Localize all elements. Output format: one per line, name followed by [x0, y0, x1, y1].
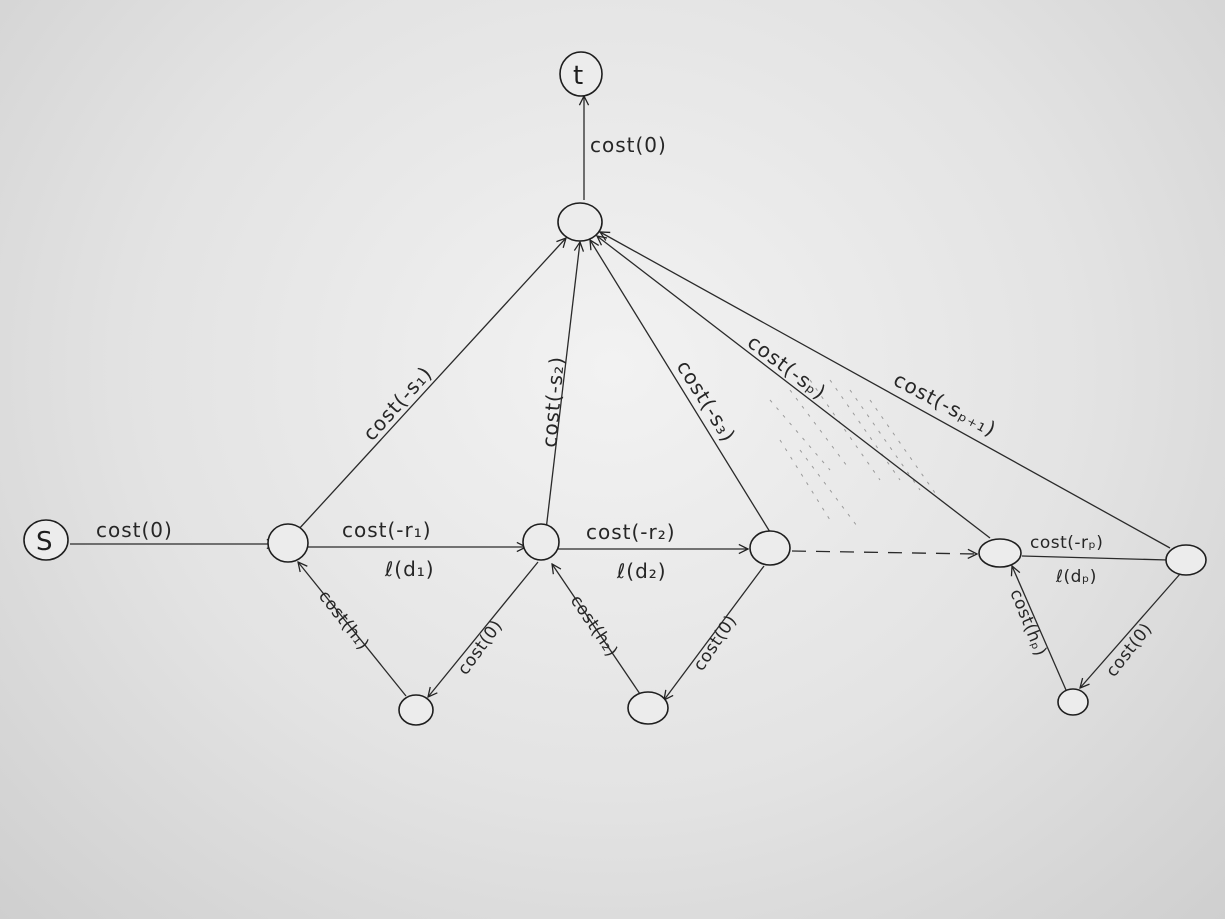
edge-b1-to-n1	[298, 562, 407, 697]
label-s-to-n1: cost(0)	[96, 518, 173, 542]
label-sp1: cost(-sₚ₊₁)	[890, 367, 1001, 441]
edge-n3-to-np-dashed	[791, 551, 977, 554]
label-h2: cost(h₂)	[566, 592, 622, 661]
node-p	[978, 538, 1022, 568]
label-h1: cost(h₁)	[314, 587, 373, 655]
node-2	[522, 523, 560, 561]
edge-n2-to-b1	[428, 561, 539, 697]
label-s2: cost(-s₂)	[537, 355, 569, 449]
label-c0-1: cost(0)	[454, 616, 507, 679]
edges	[70, 96, 1181, 700]
pencil-hatching	[769, 379, 941, 531]
label-sp: cost(-sₚ)	[743, 330, 831, 405]
label-ep-len: ℓ(dₚ)	[1055, 567, 1097, 587]
node-bottom-1	[398, 694, 434, 726]
edge-b2-to-n2	[552, 564, 641, 695]
edge-n3-to-b2	[664, 565, 765, 700]
label-s1: cost(-s₁)	[358, 361, 437, 445]
nodes	[23, 51, 1207, 726]
label-e1-2-cost: cost(-r₁)	[342, 518, 432, 542]
edge-n3-to-sink	[590, 240, 771, 533]
label-s3: cost(-s₃)	[672, 356, 741, 447]
label-e1-2-len: ℓ(d₁)	[384, 557, 435, 581]
label-e2-3-cost: cost(-r₂)	[586, 520, 676, 544]
label-sink-to-t: cost(0)	[590, 133, 667, 157]
node-t	[559, 51, 603, 97]
node-last	[1165, 544, 1207, 576]
node-s	[23, 519, 69, 561]
node-3	[749, 530, 791, 566]
node-1	[267, 523, 309, 563]
node-bottom-p	[1057, 688, 1089, 716]
label-ep-cost: cost(-rₚ)	[1030, 533, 1103, 553]
edge-np-to-nlast	[1021, 555, 1169, 561]
edge-nlast-to-sink	[600, 232, 1171, 549]
node-bottom-2	[627, 691, 669, 725]
label-e2-3-len: ℓ(d₂)	[616, 559, 667, 583]
node-s-label: S	[36, 527, 53, 557]
label-c0-p: cost(0)	[1102, 619, 1156, 681]
node-sink	[557, 202, 603, 242]
edge-n1-to-sink	[297, 238, 566, 531]
edge-nlast-to-bp	[1080, 573, 1181, 688]
edge-bp-to-np	[1012, 566, 1067, 691]
label-c0-2: cost(0)	[690, 611, 742, 674]
label-hp: cost(hₚ)	[1005, 586, 1050, 659]
node-t-label: t	[573, 61, 583, 91]
edge-np-to-sink	[597, 236, 991, 539]
edge-n2-to-sink	[545, 242, 580, 531]
